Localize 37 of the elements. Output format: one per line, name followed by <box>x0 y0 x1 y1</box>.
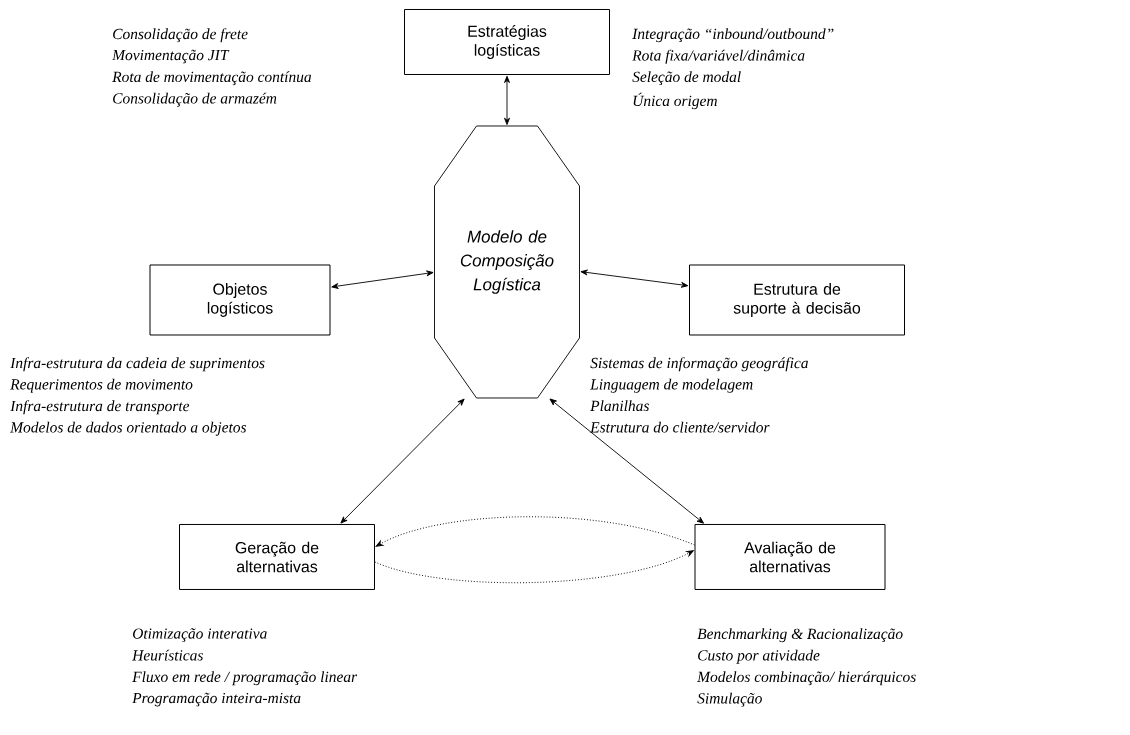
list-item: Estrutura do cliente/servidor <box>590 421 770 433</box>
list-item: Consolidação de armazém <box>113 92 277 107</box>
list-item: Programação inteira-mista <box>132 692 301 707</box>
arrow <box>331 270 434 289</box>
box: Geração de alternativas <box>179 524 375 590</box>
octagon: Modelo de Composição Logística <box>434 125 580 399</box>
list-item: Modelos de dados orientado a objetos <box>10 421 247 436</box>
arrow <box>375 516 695 547</box>
box: Estratégias logísticas <box>404 9 610 75</box>
list-item: Rota fixa/variável/dinâmica <box>632 49 805 64</box>
list-item: Movimentação JIT <box>112 49 230 64</box>
list-item: Única origem <box>633 92 717 110</box>
list-item: Custo por atividade <box>698 649 820 664</box>
arrow <box>504 75 510 125</box>
list-item: Fluxo em rede / programação linear <box>132 671 358 686</box>
list-item: Integração “inbound/outbound” <box>632 28 834 43</box>
list-item: Sistemas de informação geográfica <box>590 357 808 372</box>
arrow <box>340 398 465 524</box>
list-item: Heurísticas <box>132 649 203 661</box>
list-item: Rota de movimentação contínua <box>112 71 312 86</box>
list-item: Infra-estrutura de transporte <box>10 400 190 415</box>
list-item: Requerimentos de movimento <box>10 378 193 393</box>
box: Avaliação de alternativas <box>694 524 886 590</box>
list-item: Consolidação de frete <box>113 28 248 43</box>
list-item: Otimização interativa <box>133 628 267 642</box>
list-item: Linguagem de modelagem <box>590 378 753 393</box>
list-item: Infra-estrutura da cadeia de suprimentos <box>10 357 265 372</box>
arrow <box>580 269 689 288</box>
arrow <box>549 398 704 524</box>
list-item: Simulação <box>697 692 762 707</box>
arrow <box>374 550 694 584</box>
box: Estrutura de suporte à decisão <box>689 264 905 336</box>
list-item: Planilhas <box>590 400 649 412</box>
list-item: Modelos combinação/ hierárquicos <box>697 671 916 686</box>
list-item: Seleção de modal <box>632 71 741 86</box>
box: Objetos logísticos <box>149 264 331 336</box>
list-item: Benchmarking & Racionalização <box>697 628 903 643</box>
